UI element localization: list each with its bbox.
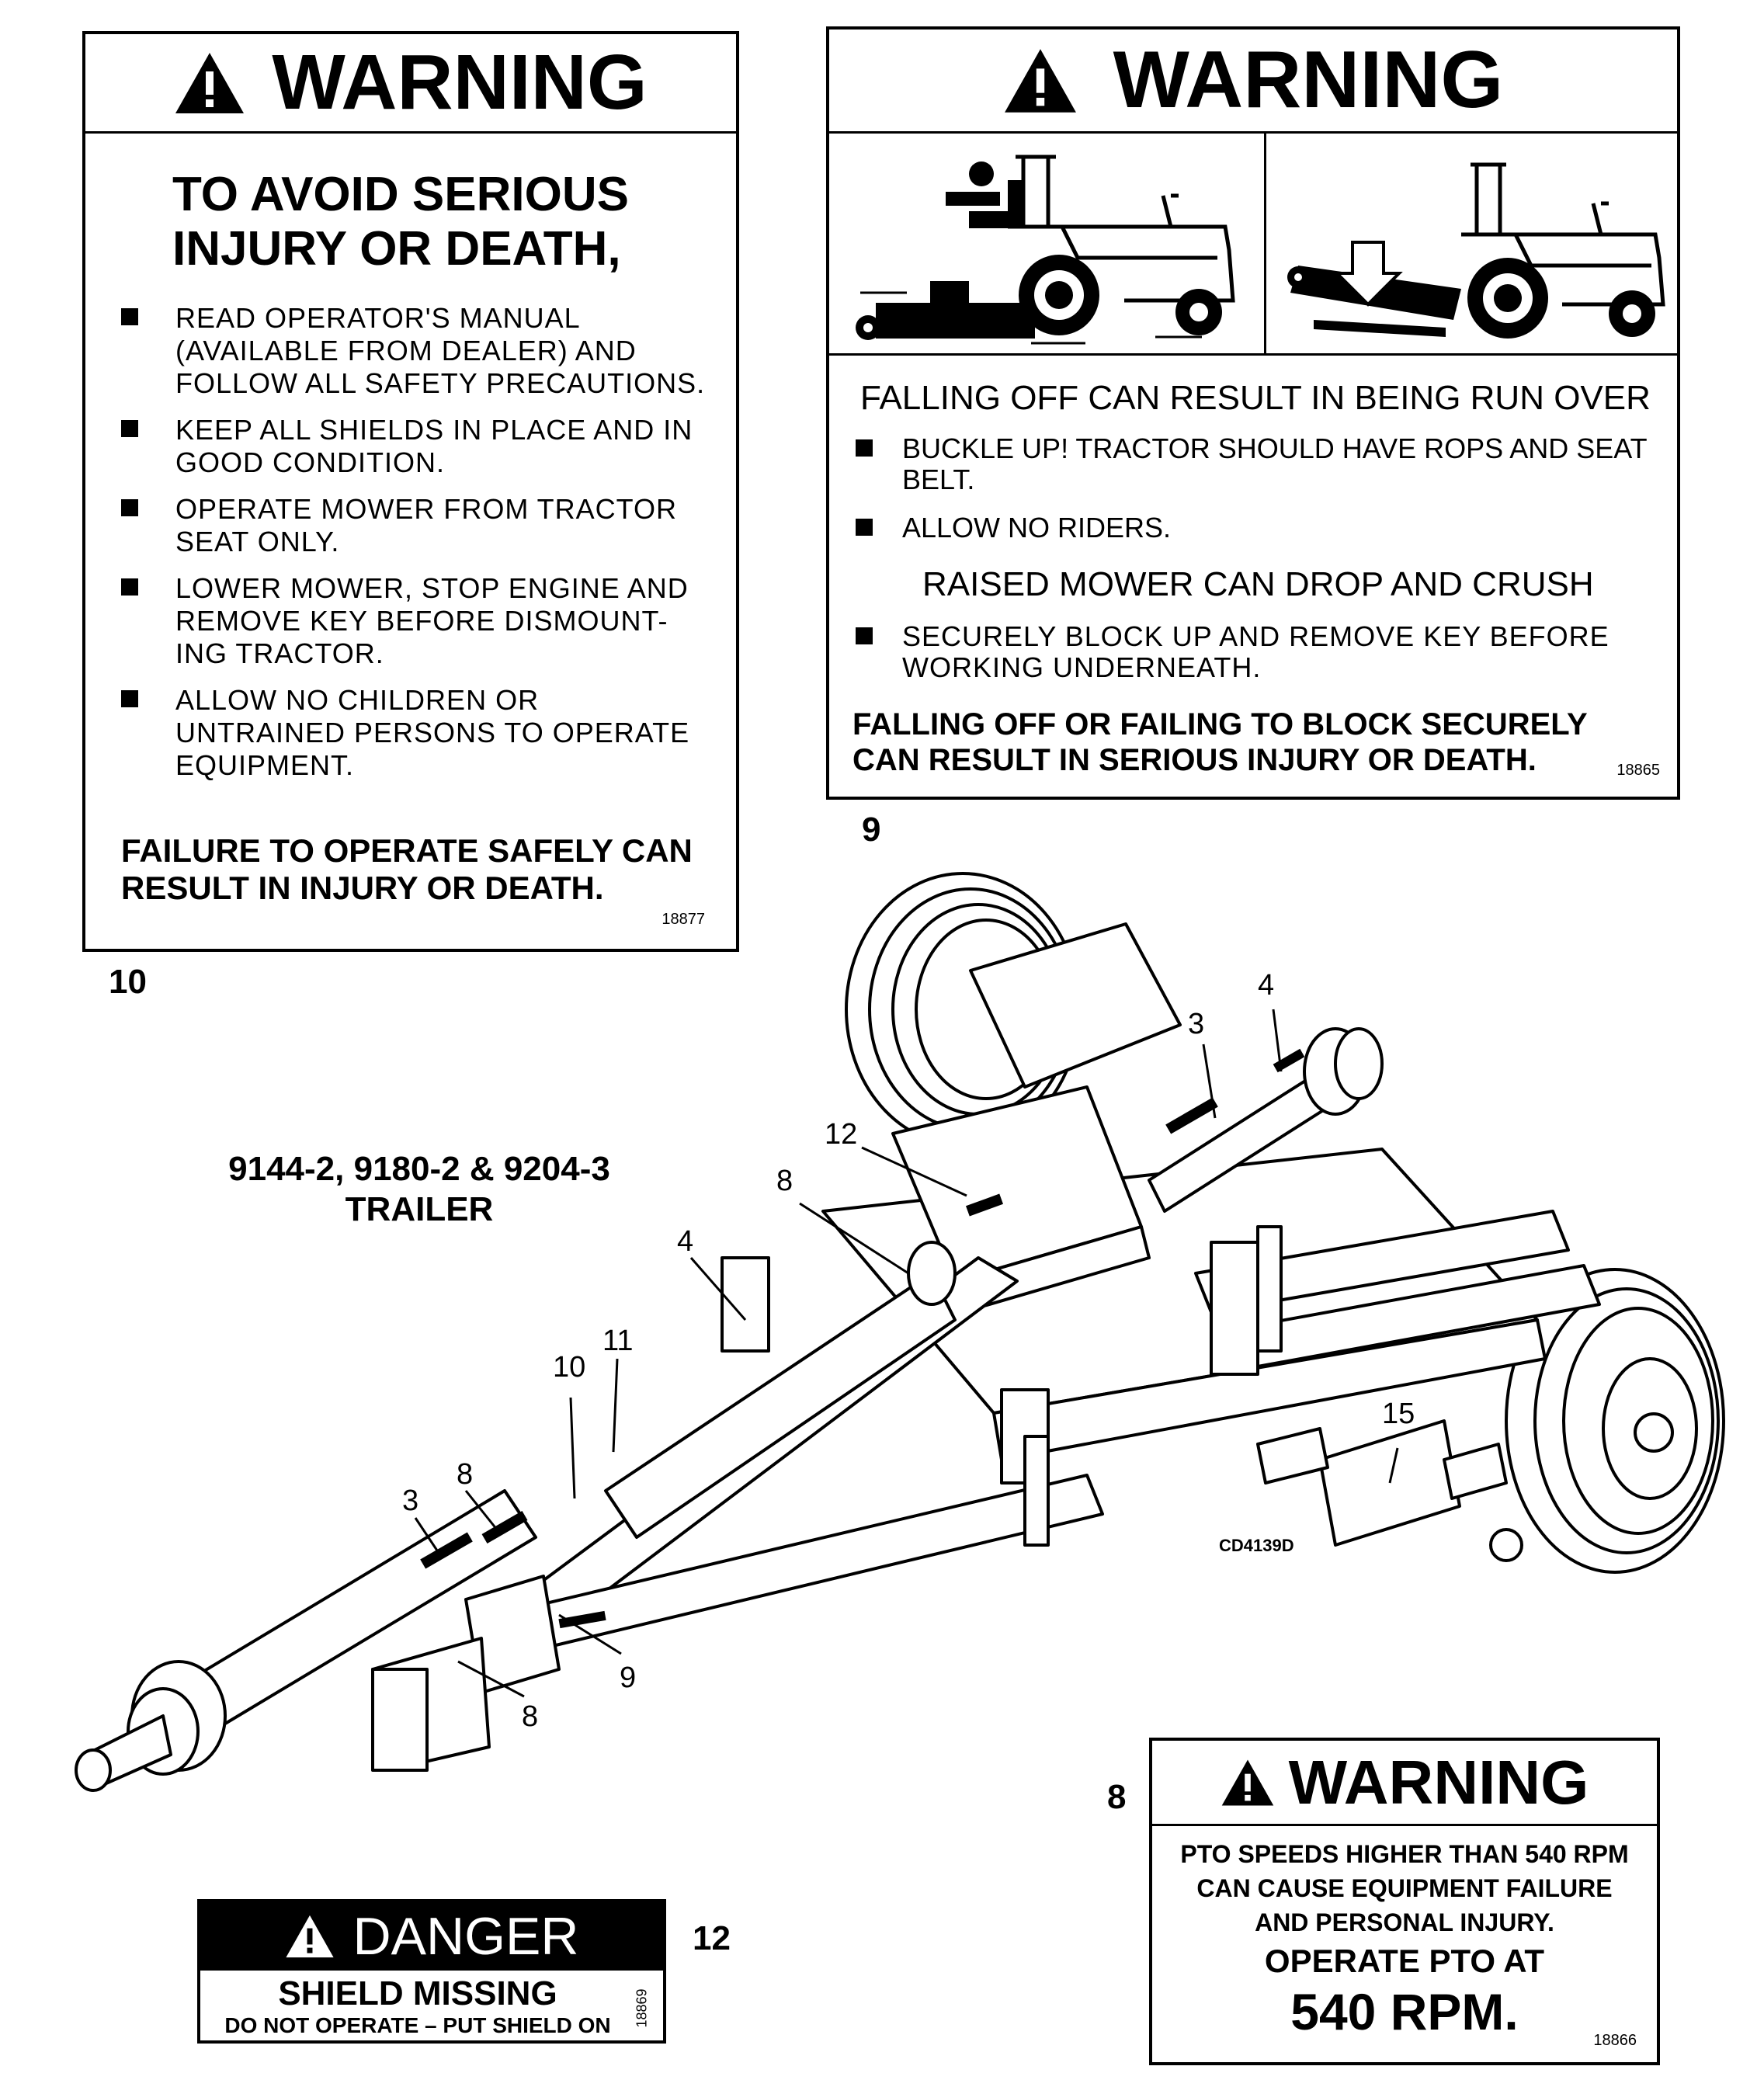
diagram-title-line-2: TRAILER (345, 1190, 494, 1228)
diagram-title-line-1: 9144-2, 9180-2 & 9204-3 (228, 1150, 610, 1188)
decal-9-section-1-bullets: BUCKLE UP! TRACTOR SHOULD HAVE ROPS AND … (856, 433, 1655, 543)
danger-header: DANGER (200, 1902, 663, 1971)
left-tire (845, 872, 1081, 1147)
bullet-item: SECURELY BLOCK UP AND REMOVE KEY BEFORE … (856, 621, 1655, 683)
diagram-title: 9144-2, 9180-2 & 9204-3 TRAILER (202, 1149, 637, 1230)
bullet-square-icon (121, 499, 138, 516)
warning-header-text: WARNING (272, 39, 648, 126)
decal-9-footer: FALLING OFF OR FAILING TO BLOCK SECURELY… (852, 707, 1587, 777)
bullet-item: OPERATE MOWER FROM TRACTOR SEAT ONLY. (121, 493, 711, 558)
callout-8-mid: 8 (776, 1165, 793, 1197)
warning-header-text: WARNING (1113, 35, 1504, 125)
callout-8-left: 8 (457, 1458, 474, 1491)
decal-9-number: 9 (862, 811, 881, 849)
bullet-square-icon (856, 519, 873, 536)
callout-15: 15 (1382, 1398, 1415, 1430)
bullet-item: READ OPERATOR'S MANUAL (AVAILABLE FROM D… (121, 302, 711, 400)
bullet-item: LOWER MOWER, STOP ENGINE AND REMOVE KEY … (121, 572, 711, 670)
bullet-square-icon (856, 627, 873, 644)
decal-12-number: 12 (693, 1919, 731, 1957)
decal-8-line-4: OPERATE PTO AT (1264, 1943, 1545, 1979)
section-1-title: FALLING OFF CAN RESULT IN BEING RUN OVER (860, 379, 1651, 417)
callout-3-left: 3 (402, 1485, 419, 1517)
warning-header: WARNING (1152, 1741, 1657, 1826)
decal-10-heading: TO AVOID SERIOUS INJURY OR DEATH, (172, 168, 629, 276)
callout-4-top: 4 (1258, 969, 1275, 1002)
right-tire (1505, 1268, 1725, 1574)
bullet-square-icon (856, 439, 873, 457)
callout-9: 9 (620, 1662, 637, 1694)
bullet-item: BUCKLE UP! TRACTOR SHOULD HAVE ROPS AND … (856, 433, 1655, 495)
decal-9-section-2-bullets: SECURELY BLOCK UP AND REMOVE KEY BEFORE … (856, 621, 1655, 683)
warning-triangle-icon (175, 52, 245, 113)
heading-line-2: INJURY OR DEATH, (172, 222, 621, 276)
decal-9-code: 18865 (1616, 762, 1660, 779)
decal-10-warning: WARNING TO AVOID SERIOUS INJURY OR DEATH… (82, 31, 739, 952)
raised-mower-crush-pictogram (1287, 162, 1665, 339)
warning-header: WARNING (85, 34, 736, 134)
bullet-item: KEEP ALL SHIELDS IN PLACE AND IN GOOD CO… (121, 414, 711, 479)
warning-header-text: WARNING (1288, 1747, 1589, 1817)
figure-code: CD4139D (1219, 1536, 1294, 1555)
decal-10-code: 18877 (662, 911, 705, 928)
pictogram-divider (1264, 134, 1266, 353)
decal-12-code: 18869 (634, 1988, 650, 2028)
decal-8-body: PTO SPEEDS HIGHER THAN 540 RPM CAN CAUSE… (1152, 1837, 1657, 2040)
decal-8-warning: WARNING PTO SPEEDS HIGHER THAN 540 RPM C… (1149, 1738, 1660, 2065)
decal-12-line-2: DO NOT OPERATE – PUT SHIELD ON (224, 2013, 611, 2037)
callout-8-bottom: 8 (522, 1700, 539, 1733)
bullet-square-icon (121, 690, 138, 707)
decal-9-warning: WARNING (826, 26, 1680, 800)
decal-8-code: 18866 (1593, 2032, 1637, 2049)
bullet-item: ALLOW NO RIDERS. (856, 512, 1655, 543)
decal-12-line-1: SHIELD MISSING (278, 1974, 557, 2012)
callout-3-top: 3 (1188, 1008, 1205, 1040)
danger-header-text: DANGER (352, 1907, 579, 1966)
decal-8-number: 8 (1107, 1778, 1127, 1816)
callout-11: 11 (602, 1325, 634, 1357)
falling-off-pictogram (856, 155, 1235, 345)
callout-4-left: 4 (677, 1225, 694, 1258)
pictogram-panel (829, 134, 1677, 356)
decal-8-line-2: CAN CAUSE EQUIPMENT FAILURE (1196, 1874, 1613, 1902)
decal-10-bullets: READ OPERATOR'S MANUAL (AVAILABLE FROM D… (121, 302, 711, 796)
bullet-square-icon (121, 308, 138, 325)
heading-line-1: TO AVOID SERIOUS (172, 168, 629, 221)
decal-12-danger: DANGER SHIELD MISSING DO NOT OPERATE – P… (197, 1899, 666, 2044)
decal-10-footer: FAILURE TO OPERATE SAFELY CAN RESULT IN … (121, 832, 693, 906)
decal-8-line-3: AND PERSONAL INJURY. (1255, 1908, 1554, 1936)
bullet-square-icon (121, 578, 138, 596)
warning-header: WARNING (829, 30, 1677, 134)
callout-12: 12 (825, 1118, 858, 1151)
decal-8-line-5: 540 RPM. (1290, 1983, 1519, 2040)
decal-10-number: 10 (109, 963, 147, 1001)
decal-8-line-1: PTO SPEEDS HIGHER THAN 540 RPM (1180, 1840, 1629, 1868)
warning-triangle-icon (1004, 48, 1076, 113)
callout-10: 10 (553, 1351, 586, 1384)
warning-triangle-icon (1221, 1759, 1273, 1805)
bullet-item: ALLOW NO CHILDREN OR UNTRAINED PERSONS T… (121, 684, 711, 782)
warning-triangle-icon (285, 1915, 334, 1958)
section-2-title: RAISED MOWER CAN DROP AND CRUSH (922, 565, 1594, 603)
bullet-square-icon (121, 420, 138, 437)
